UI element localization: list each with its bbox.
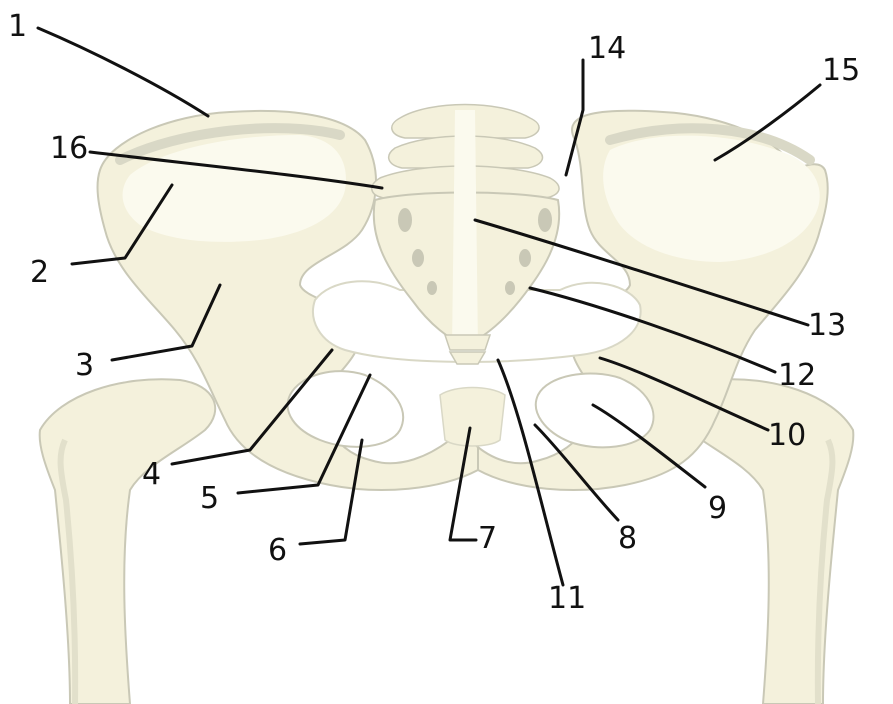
left-femur	[40, 379, 216, 704]
label-8: 8	[618, 521, 637, 556]
label-15: 15	[822, 53, 860, 88]
label-4: 4	[142, 457, 161, 492]
label-5: 5	[200, 481, 219, 516]
label-3: 3	[75, 348, 94, 383]
label-1: 1	[8, 9, 27, 44]
label-11: 11	[548, 581, 586, 616]
label-9: 9	[708, 491, 727, 526]
label-14: 14	[588, 31, 626, 66]
leader-line-1	[38, 28, 208, 116]
label-7: 7	[478, 521, 497, 556]
label-13: 13	[808, 308, 846, 343]
label-6: 6	[268, 533, 287, 568]
label-16: 16	[50, 131, 88, 166]
label-2: 2	[30, 255, 49, 290]
label-12: 12	[778, 358, 816, 393]
pubic-symphysis	[440, 388, 505, 447]
label-10: 10	[768, 418, 806, 453]
